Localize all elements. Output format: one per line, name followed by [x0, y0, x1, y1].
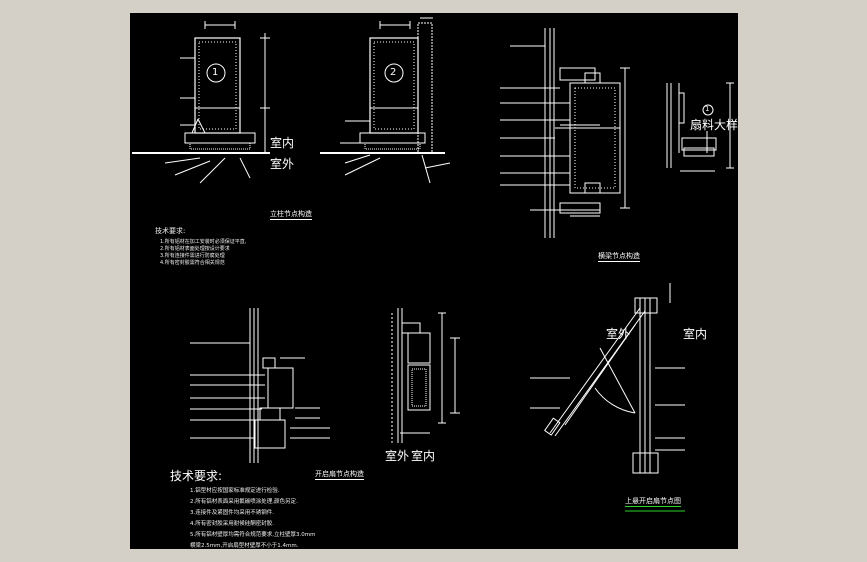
label-outdoor-1: 室外	[270, 157, 295, 171]
title-open-window-section: 开启扇节点构造	[315, 470, 364, 480]
notes-bottom-list: 1.铝型材应按国家标准规定进行检验. 2.所有铝材表面采用氟碳喷涂处理,颜色另定…	[190, 486, 315, 549]
title-sill-section: 横梁节点构造	[598, 252, 640, 262]
label-indoor-2: 室内	[411, 449, 436, 463]
detail-1-frame	[132, 21, 270, 184]
notes-top-line: 1.所有铝材在加工安装时必须保证平直,	[160, 239, 247, 245]
cad-linework	[132, 17, 734, 512]
cad-drawing-area[interactable]: 1 2 1 室内 室外 扇料大样 室外 室内 室外 室内 技术要求: 立柱节点构…	[130, 13, 738, 549]
label-indoor-3: 室内	[683, 327, 708, 341]
circle-label-2: 2	[390, 67, 397, 78]
notes-top-list: 1.所有铝材在加工安装时必须保证平直, 2.所有铝材表面处理按设计要求 3.所有…	[160, 238, 246, 266]
notes-bottom-line: 5.所有铝材壁厚均需符合规范要求,立柱壁厚3.0mm	[190, 532, 316, 538]
label-fanliao-detail: 扇料大样	[690, 118, 738, 132]
title-door-section: 立柱节点构造	[270, 210, 312, 220]
detail-7-top-hung-window	[530, 283, 685, 474]
detail-3-section	[500, 28, 630, 238]
notes-bottom-line: 2.所有铝材表面采用氟碳喷涂处理,颜色另定.	[190, 499, 298, 505]
notes-top-heading: 技术要求:	[155, 227, 186, 235]
label-outdoor-3: 室外	[606, 327, 631, 341]
circle-label-1: 1	[212, 67, 219, 78]
notes-bottom-line: 横梁2.5mm,开启扇型材壁厚不小于1.4mm.	[190, 543, 299, 549]
notes-bottom-line: 4.所有密封胶采用耐候硅酮密封胶.	[190, 521, 274, 527]
detail-6-vertical-section	[391, 308, 460, 443]
label-outdoor-2: 室外	[385, 449, 410, 463]
notes-top-line: 2.所有铝材表面处理按设计要求	[160, 246, 230, 252]
notes-bottom-line: 3.连接件及紧固件均采用不锈钢件.	[190, 510, 274, 516]
detail-4-fanliao	[666, 82, 734, 172]
circle-label-3: 1	[705, 105, 710, 113]
notes-bottom-line: 1.铝型材应按国家标准规定进行检验.	[190, 488, 280, 494]
label-indoor-1: 室内	[270, 136, 295, 150]
notes-top-line: 3.所有连接件需进行防腐处理	[160, 253, 225, 259]
detail-5-window-section	[190, 308, 330, 463]
detail-2-frame	[320, 17, 451, 184]
notes-top-line: 4.所有密封胶需符合相关规范	[160, 260, 225, 266]
label-tech-requirements: 技术要求:	[170, 469, 223, 483]
title-top-hung-window: 上悬开启扇节点图	[625, 497, 681, 507]
